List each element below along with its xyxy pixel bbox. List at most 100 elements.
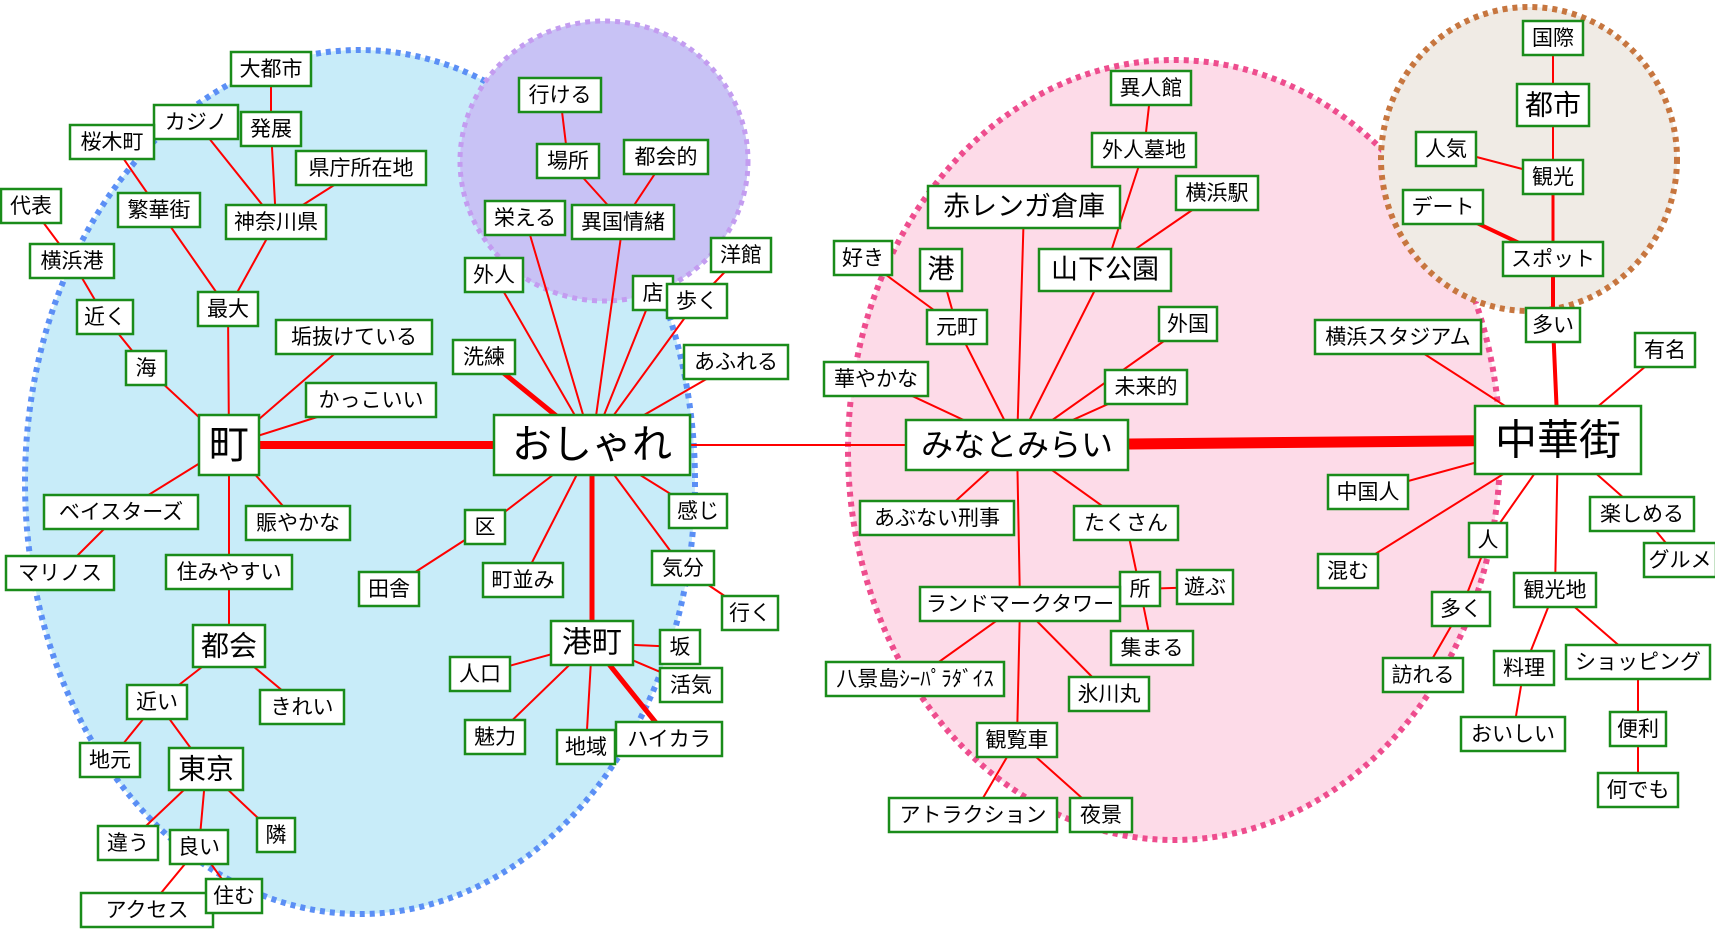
node-sakuragicho: 桜木町 — [68, 123, 156, 161]
node-label-abunai: あぶない刑事 — [874, 506, 1000, 530]
node-label-date: デート — [1412, 195, 1475, 219]
node-label-shopping: ショッピング — [1575, 650, 1701, 674]
node-abunai: あぶない刑事 — [858, 499, 1016, 537]
node-label-yakei: 夜景 — [1080, 803, 1122, 827]
node-box-attraction — [887, 796, 1059, 834]
node-box-hanayaka — [822, 360, 930, 398]
node-box-ikoku — [570, 203, 676, 241]
node-box-kankou — [1521, 158, 1585, 196]
node-hakkeijima: 八景島ｼｰﾊﾟﾗﾀﾞｲｽ — [824, 660, 1006, 698]
node-label-tanoshimeru: 楽しめる — [1600, 502, 1684, 526]
node-yuumei: 有名 — [1633, 331, 1697, 369]
node-box-miryoku — [463, 718, 527, 756]
node-label-kirei: きれい — [271, 695, 334, 719]
node-box-akanuke — [274, 318, 434, 356]
node-tokyo: 東京 — [167, 746, 245, 792]
node-box-afureru — [682, 343, 790, 381]
node-box-kibun — [650, 549, 716, 587]
node-box-miraiteki — [1103, 368, 1189, 406]
node-label-kibun: 気分 — [662, 556, 704, 580]
node-label-hito: 人 — [1478, 528, 1499, 552]
node-box-daitoshi — [229, 50, 313, 88]
node-label-hikawamaru: 氷川丸 — [1078, 682, 1141, 706]
node-box-saidai — [196, 290, 260, 328]
node-kibun: 気分 — [650, 549, 716, 587]
node-label-kenchou: 県庁所在地 — [309, 156, 414, 180]
node-box-jinkou — [448, 655, 512, 693]
node-label-yokohamaeki: 横浜駅 — [1186, 181, 1249, 205]
node-label-machi: 町 — [209, 422, 249, 468]
node-label-gaikoku: 外国 — [1167, 312, 1209, 336]
node-label-haikara: ハイカラ — [627, 727, 711, 751]
node-yokohamaeki: 横浜駅 — [1174, 174, 1260, 212]
node-box-kenchou — [294, 149, 428, 187]
node-label-kanagawa: 神奈川県 — [234, 210, 318, 234]
node-box-tokoro — [1118, 570, 1162, 608]
node-box-oshare — [492, 413, 692, 477]
node-ikeru: 行ける — [517, 76, 603, 114]
cluster-layer — [22, 4, 1680, 917]
node-box-chigau — [96, 824, 160, 862]
node-box-iku — [720, 594, 780, 632]
node-box-ijinkan — [1109, 69, 1193, 107]
node-ryouri: 料理 — [1492, 649, 1556, 687]
node-miraiteki: 未来的 — [1103, 368, 1189, 406]
node-label-minato: 港 — [928, 255, 955, 286]
node-label-stadium: 横浜スタジアム — [1325, 325, 1471, 349]
node-label-afureru: あふれる — [694, 350, 778, 374]
node-access: アクセス — [79, 891, 215, 929]
node-kakki: 活気 — [658, 666, 724, 704]
node-jimoto: 地元 — [78, 741, 142, 779]
node-benri: 便利 — [1608, 710, 1668, 748]
node-marinos: マリノス — [4, 554, 116, 592]
node-label-tokyo: 東京 — [178, 753, 234, 786]
node-box-umi — [124, 349, 168, 387]
node-box-hakkeijima — [824, 660, 1006, 698]
node-box-baystars — [42, 493, 200, 531]
node-basho: 場所 — [535, 142, 601, 180]
node-label-yuumei: 有名 — [1644, 338, 1686, 362]
node-label-hanayaka: 華やかな — [834, 367, 918, 391]
node-box-kankouchi — [1512, 571, 1598, 609]
node-tokai: 都会 — [191, 623, 267, 669]
node-label-asobu: 遊ぶ — [1184, 575, 1226, 599]
node-box-machi — [197, 413, 261, 477]
node-hikawamaru: 氷川丸 — [1067, 675, 1151, 713]
node-box-sumiyasui — [164, 553, 294, 591]
node-daihyou: 代表 — [0, 187, 63, 225]
node-chukagai: 中華街 — [1473, 404, 1643, 476]
node-box-otozureru — [1381, 656, 1465, 694]
node-nandemo: 何でも — [1596, 771, 1680, 809]
node-kanransha: 観覧車 — [975, 721, 1059, 759]
node-kajino: カジノ — [152, 103, 240, 141]
node-label-attraction: アトラクション — [900, 803, 1047, 827]
node-label-hankagai: 繁華街 — [128, 198, 191, 222]
node-machi: 町 — [197, 413, 261, 477]
node-label-marinos: マリノス — [18, 561, 102, 585]
node-label-tokai: 都会 — [201, 630, 257, 663]
node-label-machinami: 町並み — [492, 568, 555, 592]
edge-minatomirai-yamashita — [1016, 269, 1106, 446]
node-machinami: 町並み — [481, 561, 565, 599]
node-box-nigiyaka — [244, 504, 352, 542]
node-label-atsumaru: 集まる — [1121, 636, 1184, 660]
node-asobu: 遊ぶ — [1175, 568, 1235, 606]
node-ii: 良い — [168, 828, 230, 866]
node-ooi: 多い — [1524, 306, 1582, 344]
node-attraction: アトラクション — [887, 796, 1059, 834]
node-label-aka_renga: 赤レンガ倉庫 — [943, 192, 1105, 223]
node-box-sakaeru — [483, 199, 567, 237]
node-oishii: おいしい — [1459, 715, 1567, 753]
node-box-access — [79, 891, 215, 929]
node-box-yuumei — [1633, 331, 1697, 369]
node-label-gaijinbochi: 外人墓地 — [1102, 138, 1186, 162]
node-box-senren — [451, 338, 517, 376]
node-afureru: あふれる — [682, 343, 790, 381]
node-hanayaka: 華やかな — [822, 360, 930, 398]
edge-minatomirai-landmark — [1016, 444, 1021, 605]
node-hankagai: 繁華街 — [116, 191, 202, 229]
node-label-miraiteki: 未来的 — [1115, 375, 1178, 399]
node-label-aruku: 歩く — [676, 289, 718, 313]
node-layer: おしゃれ町みなとみらい中華街港町都会東京赤レンガ倉庫山下公園港都市大都市カジノ発… — [0, 19, 1715, 929]
